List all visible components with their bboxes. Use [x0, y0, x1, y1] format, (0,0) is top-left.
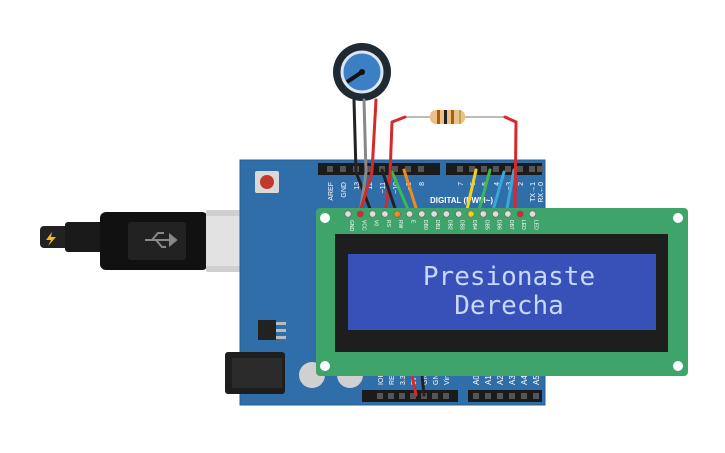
power-pin[interactable] — [432, 393, 438, 399]
analog-pin-label: A3 — [508, 375, 517, 385]
lcd-line-1: Presionaste — [423, 262, 595, 292]
power-pin-label: GND — [433, 369, 440, 385]
header-pin-label: ~11 — [380, 182, 387, 193]
header-pin-label: ~10 — [393, 182, 400, 194]
header-pin-label: 12 — [367, 182, 374, 190]
analog-pin-label: A4 — [520, 375, 529, 385]
potentiometer[interactable] — [333, 43, 391, 101]
lcd-pins: GND VCC V0 RS RW E DB0 DB1 DB2 DB3 DB4 DB5 DB6 DB7 LED… — [344, 210, 539, 232]
header-pin[interactable] — [481, 166, 487, 172]
lcd-pin-label: RS — [385, 220, 391, 228]
lcd-pin-label: DB4 — [471, 220, 477, 230]
lcd-pin[interactable] — [393, 210, 401, 218]
analog-pin[interactable] — [497, 393, 503, 399]
power-pin[interactable] — [399, 393, 405, 399]
analog-pin-label: A0 — [472, 375, 481, 385]
lcd-pin-label: DB7 — [508, 220, 514, 230]
lcd-pin-label: DB2 — [446, 220, 452, 230]
lcd-pin[interactable] — [418, 210, 426, 218]
lcd-pin-label: DB0 — [422, 220, 428, 230]
lcd-pin[interactable] — [516, 210, 524, 218]
lcd-screen — [348, 254, 656, 330]
analog-pin-label: A2 — [496, 375, 505, 385]
header-pin[interactable] — [405, 166, 411, 172]
voltage-regulator — [258, 320, 286, 340]
reset-button[interactable] — [255, 171, 279, 193]
power-pin-label: 3.3V — [400, 370, 407, 385]
lcd-pin[interactable] — [504, 210, 512, 218]
power-pin[interactable] — [377, 393, 383, 399]
lcd-pin-label: DB1 — [434, 220, 440, 230]
lcd-pin-label: LED — [533, 220, 539, 230]
power-pin[interactable] — [410, 393, 416, 399]
lcd-pin-label: LED — [520, 220, 526, 230]
header-pin-label: TX→1 — [530, 182, 537, 202]
lcd-pin[interactable] — [405, 210, 413, 218]
header-pin[interactable] — [327, 166, 333, 172]
lcd-pin[interactable] — [356, 210, 364, 218]
digital-label: DIGITAL (PWM~) — [430, 196, 493, 205]
lcd-pin-label: DB3 — [459, 220, 465, 230]
lcd-pin[interactable] — [381, 210, 389, 218]
power-pin-label: GND — [422, 369, 429, 385]
header-pin-label: GND — [341, 182, 348, 198]
lcd-pin-label: VCC — [360, 220, 366, 231]
header-pin-label: 2 — [518, 182, 525, 186]
lcd-pin[interactable] — [455, 210, 463, 218]
lcd-pin-label: RW — [397, 220, 403, 229]
analog-pin[interactable] — [509, 393, 515, 399]
wires[interactable] — [352, 98, 518, 397]
header-pin[interactable] — [392, 166, 398, 172]
header-pin-label: 13 — [354, 182, 361, 190]
header-pin-label: ~3 — [506, 182, 513, 190]
analog-pin[interactable] — [485, 393, 491, 399]
usb-symbol-icon — [145, 232, 178, 248]
lcd-pin[interactable] — [492, 210, 500, 218]
header-pin[interactable] — [418, 166, 424, 172]
analog-pin[interactable] — [521, 393, 527, 399]
header-pin-label: 7 — [458, 182, 465, 186]
power-pin[interactable] — [443, 393, 449, 399]
header-pin[interactable] — [517, 166, 523, 172]
lcd-pin[interactable] — [344, 210, 352, 218]
header-pin[interactable] — [493, 166, 499, 172]
lcd-pin[interactable] — [442, 210, 450, 218]
resistor[interactable] — [405, 110, 505, 124]
lcd-pin[interactable] — [430, 210, 438, 218]
header-pin[interactable] — [457, 166, 463, 172]
header-pin[interactable] — [505, 166, 511, 172]
analog-pin-label: A5 — [532, 375, 541, 385]
header-pin[interactable] — [529, 166, 535, 172]
lcd-pin[interactable] — [479, 210, 487, 218]
lcd-pin-label: GND — [348, 220, 354, 232]
header-pin-label: AREF — [328, 182, 335, 201]
lightning-icon — [46, 232, 56, 246]
lcd-pin[interactable] — [369, 210, 377, 218]
header-pin-label: 8 — [419, 182, 426, 186]
power-pin-label: Vin — [444, 375, 451, 385]
lcd-pin[interactable] — [467, 210, 475, 218]
header-pin[interactable] — [340, 166, 346, 172]
lcd-line-2: Derecha — [454, 291, 564, 321]
lcd-pin-label: DB5 — [483, 220, 489, 230]
lcd-pin[interactable] — [528, 210, 536, 218]
lcd-pin-label: V0 — [373, 220, 379, 226]
header-pin[interactable] — [366, 166, 372, 172]
lcd-pin-label: E — [410, 220, 416, 224]
lcd-pin-label: DB6 — [496, 220, 502, 230]
header-pin[interactable] — [469, 166, 475, 172]
analog-pin-label: A1 — [484, 375, 493, 385]
header-pin-label: RX←0 — [538, 182, 545, 203]
analog-pin[interactable] — [473, 393, 479, 399]
power-pin[interactable] — [388, 393, 394, 399]
lcd-module[interactable] — [316, 208, 688, 376]
header-pin[interactable] — [537, 166, 543, 172]
analog-pin[interactable] — [533, 393, 539, 399]
dc-jack[interactable] — [225, 352, 285, 394]
header-pin-label: 4 — [494, 182, 501, 186]
